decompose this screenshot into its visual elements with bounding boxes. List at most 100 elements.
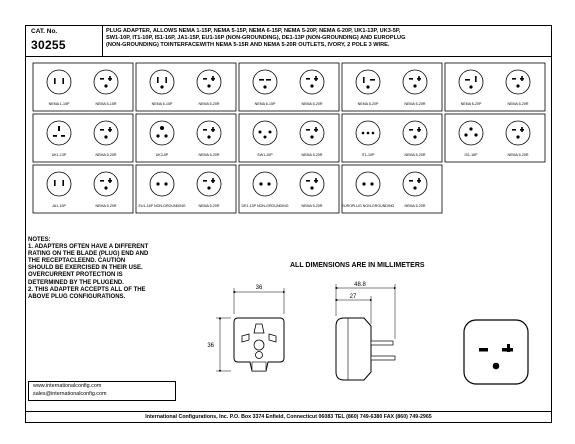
receptacle-face bbox=[299, 120, 325, 146]
plug-face-ja1-15p bbox=[46, 171, 72, 197]
plug-configuration-grid: NEMA 1-15P NEMA 5-15R NEMA 5-15P NEMA 5-20R… bbox=[32, 62, 546, 214]
spec-sheet: CAT. No. 30255 PLUG ADAPTER, ALLOWS NEMA… bbox=[25, 25, 552, 423]
receptacle-face bbox=[196, 120, 222, 146]
plug-face-nema-1-15p bbox=[46, 69, 72, 95]
notes-line: ABOVE PLUG CONFIGURATIONS. bbox=[28, 293, 126, 300]
receptacle-face bbox=[299, 171, 325, 197]
plug-panel-nema-5-20p: NEMA 5-20P NEMA 5-20R bbox=[341, 62, 443, 112]
center-hole bbox=[253, 339, 265, 351]
plug-face-nema-6-20p bbox=[458, 69, 484, 95]
receptacle-caption: NEMA 5-20R bbox=[96, 204, 117, 208]
side-overall-label: 48.8 bbox=[354, 282, 366, 288]
plug-face-nema-5-15p bbox=[149, 69, 175, 95]
notes-line: THE RECEPTACLEEND. CAUTION bbox=[28, 258, 126, 265]
plug-panel-uk3-5p: UK3-5P NEMA 5-20R bbox=[135, 113, 237, 163]
side-prong bbox=[370, 355, 396, 361]
receptacle-caption: NEMA 5-20R bbox=[405, 204, 426, 208]
plug-face-sw1-10p bbox=[252, 120, 278, 146]
plug-caption: EUROPLUG NON-GROUNDING bbox=[342, 204, 395, 208]
notes-line: 1. ADAPTERS OFTEN HAVE A DIFFERENT bbox=[28, 244, 149, 251]
description-line: SW1-10P, IT1-10P, IS1-16P, JA1-15P, EU1-… bbox=[106, 35, 406, 41]
receptacle-face bbox=[505, 120, 531, 146]
ground-slot bbox=[253, 323, 265, 334]
plug-caption: IT1-10P bbox=[362, 153, 375, 157]
plug-face-is1-16p bbox=[458, 120, 484, 146]
left-slot bbox=[241, 333, 250, 343]
plug-face-eu1-16p bbox=[149, 171, 175, 197]
header: CAT. No. 30255 PLUG ADAPTER, ALLOWS NEMA… bbox=[26, 26, 551, 57]
lower-hole bbox=[255, 351, 263, 359]
description-line: (NON-GROUNDING) TOINTERFACEWITH NEMA 5-1… bbox=[106, 42, 390, 48]
plug-caption: NEMA 5-15P bbox=[152, 102, 173, 106]
plug-caption: NEMA 6-15P bbox=[255, 102, 276, 106]
notes-title: NOTES: bbox=[28, 237, 51, 243]
adapter-side-view bbox=[335, 317, 396, 381]
receptacle-caption: NEMA 5-20R bbox=[199, 153, 220, 157]
receptacle-face bbox=[196, 171, 222, 197]
catalog-label: CAT. No. bbox=[31, 28, 58, 35]
front-height-label: 36 bbox=[207, 343, 214, 349]
plug-panel-nema-6-15p: NEMA 6-15P NEMA 5-20R bbox=[238, 62, 340, 112]
plug-caption: UK3-5P bbox=[156, 153, 169, 157]
description-line: PLUG ADAPTER, ALLOWS NEMA 1-15P, NEMA 5-… bbox=[106, 28, 401, 34]
receptacle-caption: NEMA 5-20R bbox=[302, 102, 323, 106]
plug-caption: SW1-10P bbox=[257, 153, 273, 157]
receptacle-caption: NEMA 5-20R bbox=[199, 102, 220, 106]
receptacle-caption: NEMA 5-20R bbox=[405, 153, 426, 157]
drawing-canvas: NEMA 1-15P NEMA 5-15R NEMA 5-15P NEMA 5-20R… bbox=[32, 62, 546, 385]
footer-address: International Configurations, Inc. P.O. … bbox=[26, 411, 551, 422]
adapter-rear-view bbox=[463, 319, 529, 385]
plug-face-uk3-5p bbox=[149, 120, 175, 146]
notes-block: NOTES: 1. ADAPTERS OFTEN HAVE A DIFFEREN… bbox=[28, 237, 188, 301]
receptacle-face bbox=[93, 69, 119, 95]
dimensions-title: ALL DIMENSIONS ARE IN MILLIMETERS bbox=[290, 262, 425, 269]
plug-caption: DE1-13P NON-GROUNDING bbox=[241, 204, 288, 208]
side-body-label: 27 bbox=[350, 294, 357, 300]
website-link[interactable]: www.internationalconfig.com bbox=[33, 383, 102, 389]
receptacle-caption: NEMA 5-20R bbox=[405, 102, 426, 106]
plug-face-nema-6-15p bbox=[252, 69, 278, 95]
receptacle-face bbox=[93, 171, 119, 197]
receptacle-caption: NEMA 5-20R bbox=[302, 153, 323, 157]
rear-slot-left bbox=[479, 348, 488, 352]
plug-panel-ja1-15p: JA1-15P NEMA 5-20R bbox=[32, 164, 134, 214]
plug-caption: UK1-13P bbox=[52, 153, 67, 157]
plug-caption: NEMA 1-15P bbox=[49, 102, 70, 106]
catalog-number: 30255 bbox=[31, 38, 66, 52]
front-width-label: 36 bbox=[256, 285, 263, 291]
receptacle-caption: NEMA 5-20R bbox=[199, 204, 220, 208]
receptacle-face bbox=[505, 69, 531, 95]
front-dimensions bbox=[216, 288, 286, 373]
plug-face-de1-13p bbox=[252, 171, 278, 197]
plug-panel-sw1-10p: SW1-10P NEMA 5-20R bbox=[238, 113, 340, 163]
plug-caption: NEMA 6-20P bbox=[461, 102, 482, 106]
receptacle-caption: NEMA 5-15R bbox=[96, 102, 117, 106]
plug-panel-nema-1-15p: NEMA 1-15P NEMA 5-15R bbox=[32, 62, 134, 112]
receptacle-caption: NEMA 5-20R bbox=[508, 102, 529, 106]
plug-caption: IS1-16P bbox=[465, 153, 479, 157]
plug-panel-it1-10p: IT1-10P NEMA 5-20R bbox=[341, 113, 443, 163]
receptacle-caption: NEMA 5-20R bbox=[508, 153, 529, 157]
plug-caption: NEMA 5-20P bbox=[358, 102, 379, 106]
receptacle-face bbox=[402, 120, 428, 146]
right-slot bbox=[268, 333, 277, 343]
plug-face-it1-10p bbox=[355, 120, 381, 146]
email-link[interactable]: sales@internationalconfig.com bbox=[33, 391, 107, 397]
plug-panel-is1-16p: IS1-16P NEMA 5-20R bbox=[444, 113, 546, 163]
receptacle-face bbox=[402, 69, 428, 95]
notes-line: DETERMINED BY THE PLUGEND. bbox=[28, 279, 124, 286]
notes-line: RATING ON THE BLADE (PLUG) END AND bbox=[28, 251, 149, 258]
rear-slot-t bbox=[507, 344, 510, 352]
contact-box: www.internationalconfig.com sales@intern… bbox=[28, 381, 176, 401]
receptacle-face bbox=[196, 69, 222, 95]
notes-line: 2. THIS ADAPTER ACCEPTS ALL OF THE bbox=[28, 286, 146, 293]
plug-panel-nema-6-20p: NEMA 6-20P NEMA 5-20R bbox=[444, 62, 546, 112]
receptacle-face bbox=[299, 69, 325, 95]
side-prong bbox=[370, 340, 394, 346]
plug-caption: JA1-15P bbox=[52, 204, 66, 208]
plug-face-nema-5-20p bbox=[355, 69, 381, 95]
plug-panel-nema-5-15p: NEMA 5-15P NEMA 5-20R bbox=[135, 62, 237, 112]
receptacle-face bbox=[93, 120, 119, 146]
